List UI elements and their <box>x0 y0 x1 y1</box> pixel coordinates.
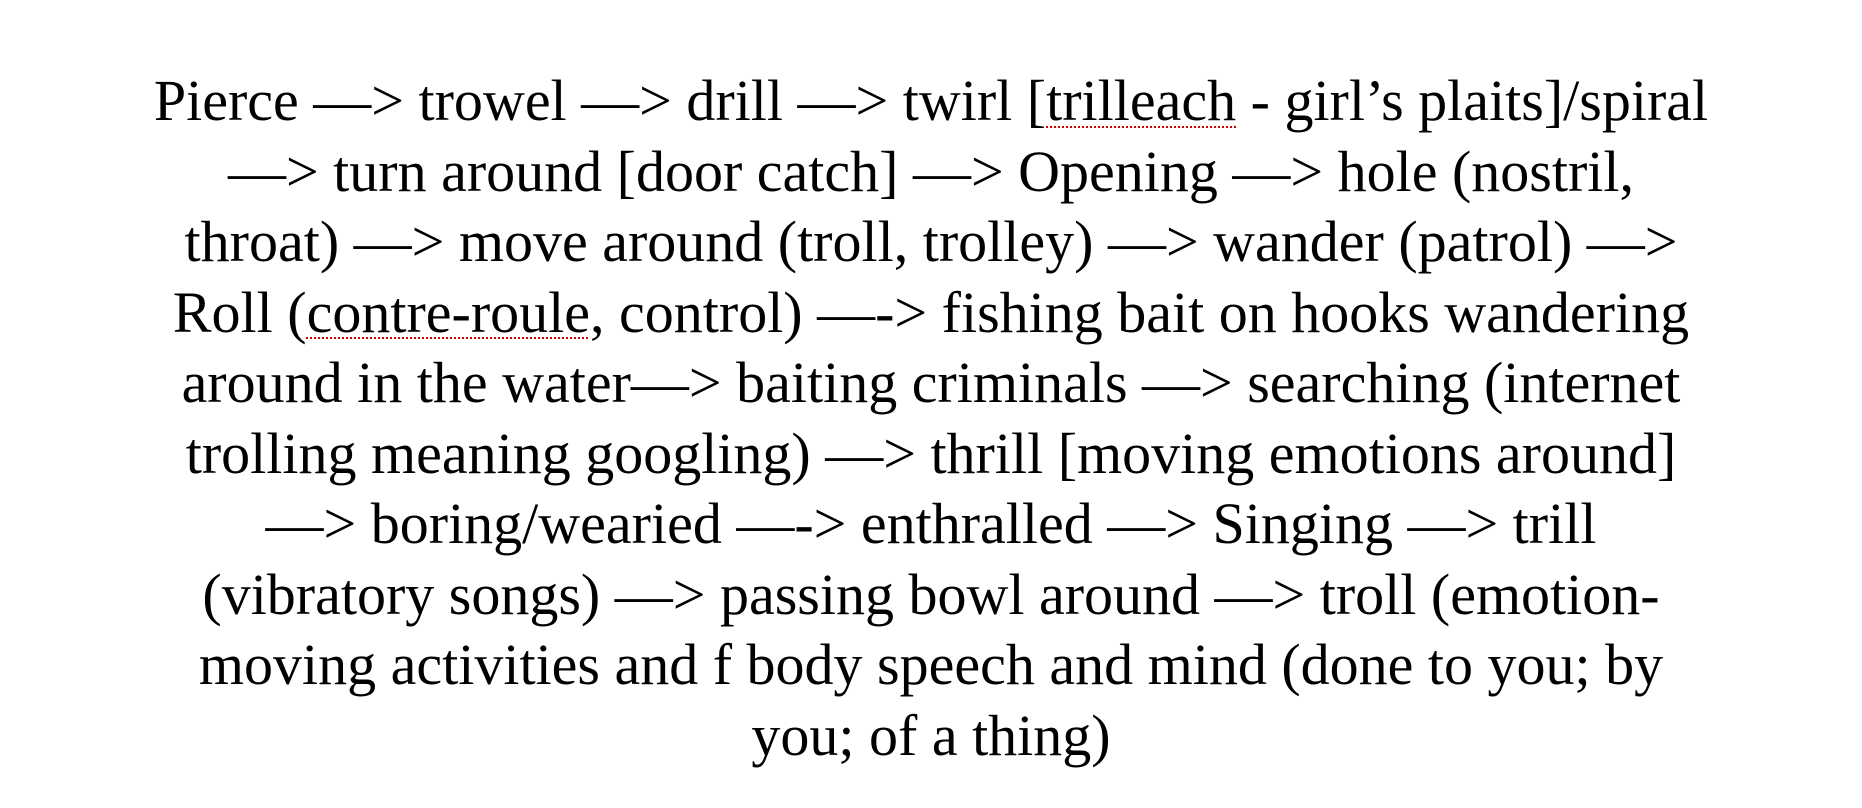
text-line-2: —> turn around [door catch] —> Opening —… <box>50 137 1812 208</box>
line-text: you; of a thing) <box>751 702 1111 768</box>
line-text: throat) —> move around (troll, trolley) … <box>184 209 1678 274</box>
text-line-8: (vibratory songs) —> passing bowl around… <box>50 560 1812 631</box>
line-text: trolling meaning googling) —> thrill [mo… <box>185 420 1677 486</box>
line-text: Pierce —> trowel —> drill —> twirl [ <box>153 68 1047 133</box>
line-text: moving activities and f body speech and … <box>198 632 1664 697</box>
line-text: —> boring/wearied —-> enthralled —> Sing… <box>265 491 1597 556</box>
text-line-10: you; of a thing) <box>50 701 1812 772</box>
etymology-paragraph[interactable]: Pierce —> trowel —> drill —> twirl [tril… <box>50 66 1812 771</box>
line-text: , control) —-> fishing bait on hooks wan… <box>590 279 1690 345</box>
text-line-7: —> boring/wearied —-> enthralled —> Sing… <box>50 489 1812 560</box>
line-text: Roll ( <box>172 279 307 345</box>
text-line-3: throat) —> move around (troll, trolley) … <box>50 207 1812 278</box>
text-line-5: around in the water—> baiting criminals … <box>50 348 1812 419</box>
text-line-9: moving activities and f body speech and … <box>50 630 1812 701</box>
misspelled-word[interactable]: trilleach <box>1046 68 1237 133</box>
text-line-6: trolling meaning googling) —> thrill [mo… <box>50 419 1812 490</box>
text-line-1: Pierce —> trowel —> drill —> twirl [tril… <box>50 66 1812 137</box>
line-text: (vibratory songs) —> passing bowl around… <box>202 561 1660 627</box>
line-text: - girl’s plaits]/spiral <box>1236 68 1709 133</box>
line-text: —> turn around [door catch] —> Opening —… <box>227 138 1635 204</box>
text-line-4: Roll (contre-roule, control) —-> fishing… <box>50 278 1812 349</box>
misspelled-word[interactable]: contre-roule <box>306 279 591 345</box>
line-text: around in the water—> baiting criminals … <box>181 350 1681 415</box>
